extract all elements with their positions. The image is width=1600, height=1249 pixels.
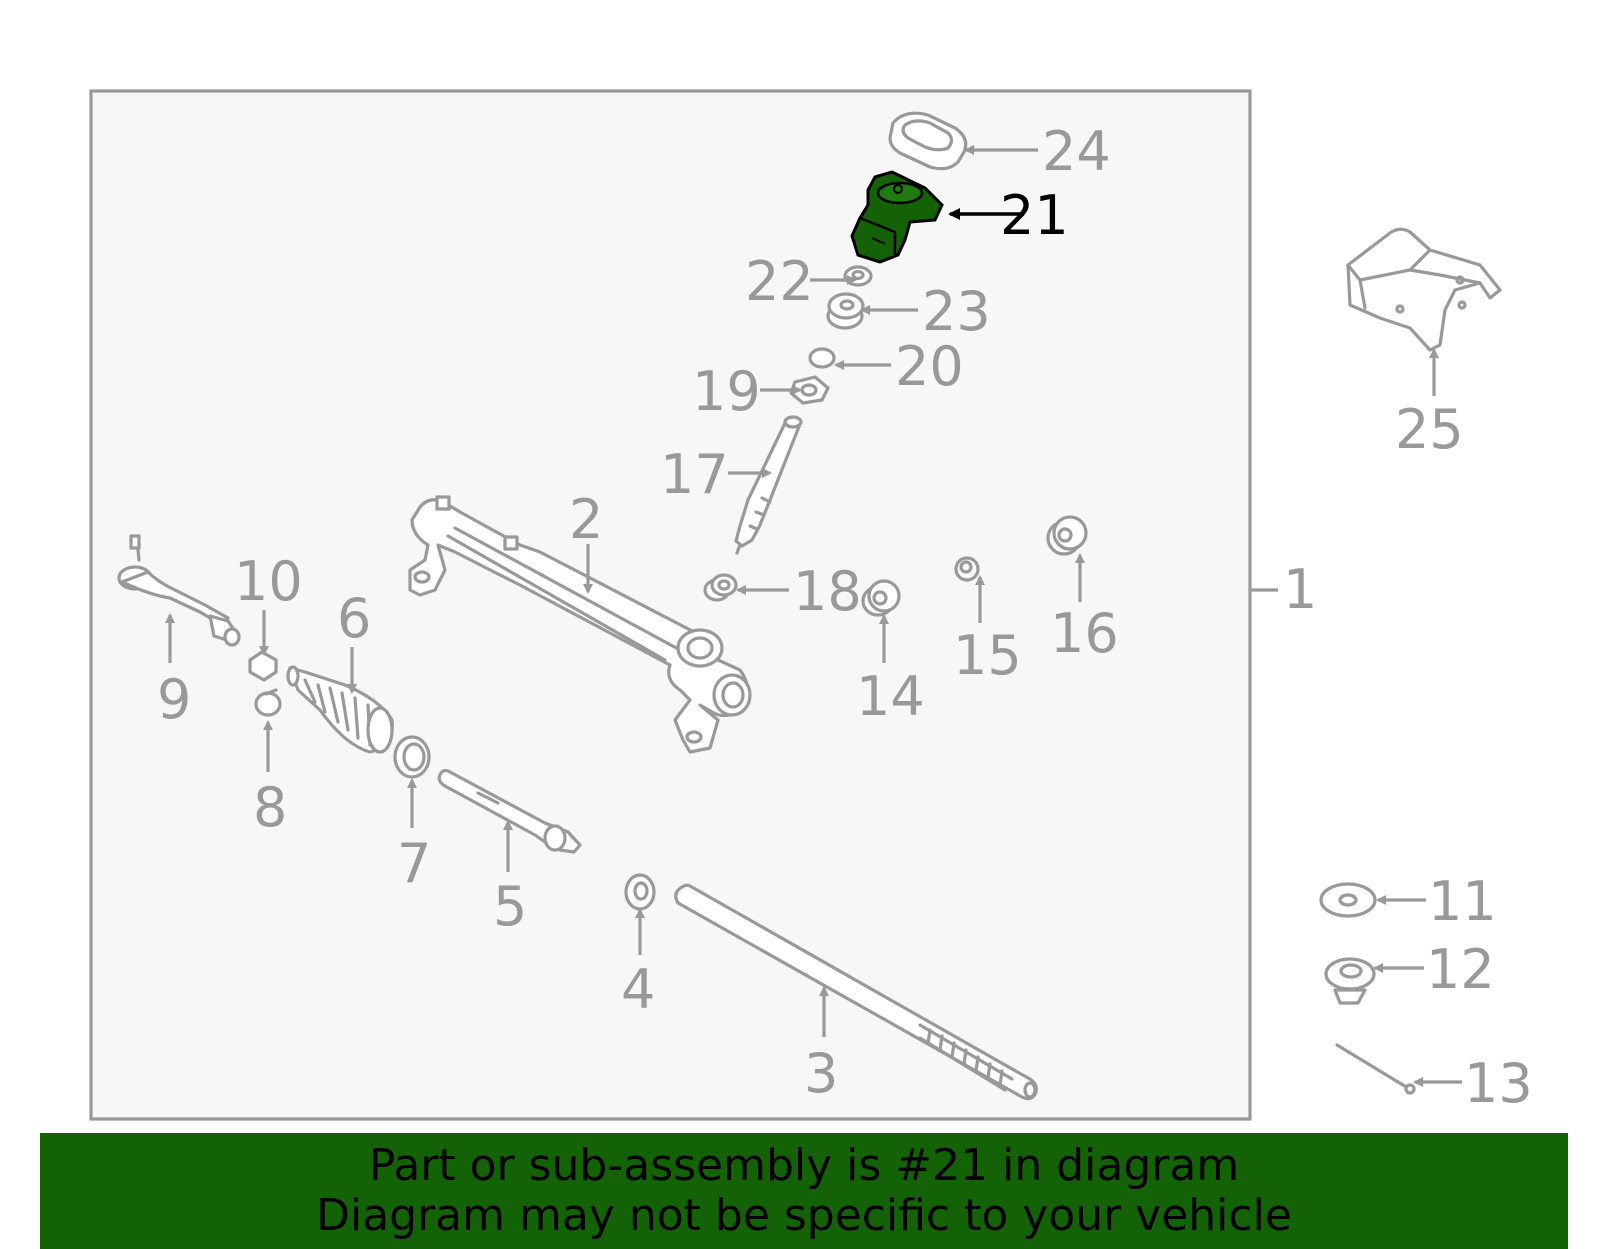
part-12-flange-nut[interactable] [1324, 957, 1376, 1005]
callout-12: 12 [1426, 938, 1495, 1001]
part-16-bushing[interactable] [1046, 515, 1088, 556]
callout-22: 22 [745, 250, 814, 313]
callout-19: 19 [692, 360, 761, 423]
callout-6: 6 [337, 587, 371, 650]
callout-9: 9 [157, 668, 191, 731]
part-24-cover[interactable] [888, 111, 968, 171]
callout-16: 16 [1050, 602, 1119, 665]
part-23-bushing[interactable] [826, 292, 865, 330]
callout-8: 8 [253, 776, 287, 839]
part-14-bushing[interactable] [861, 579, 901, 617]
assembly-frame [89, 89, 1252, 1121]
part-20-seal[interactable] [808, 347, 836, 369]
callout-13: 13 [1464, 1052, 1533, 1115]
callout-18: 18 [793, 560, 862, 623]
callout-25: 25 [1395, 398, 1464, 461]
part-15-bushing[interactable] [954, 556, 980, 582]
callout-7: 7 [397, 832, 431, 895]
banner-line-1: Part or sub-assembly is #21 in diagram [368, 1140, 1240, 1191]
callout-2: 2 [569, 488, 603, 551]
callout-20: 20 [895, 335, 964, 398]
callout-4: 4 [621, 958, 655, 1021]
part-19-nut[interactable] [789, 375, 830, 405]
part-13-bolt[interactable] [1335, 1043, 1416, 1095]
part-18-bushing[interactable] [703, 573, 738, 602]
part-7-band[interactable] [393, 735, 431, 779]
part-25-bracket[interactable] [1346, 227, 1502, 352]
callout-24: 24 [1042, 120, 1111, 183]
part-3-rack-bar[interactable] [674, 883, 1038, 1101]
callout-17: 17 [660, 443, 729, 506]
part-21-highlighted-housing[interactable] [850, 170, 944, 264]
part-22-washer[interactable] [843, 265, 873, 287]
callout-11: 11 [1428, 870, 1497, 933]
part-6-boot[interactable] [286, 665, 394, 754]
part-11-washer[interactable] [1319, 882, 1377, 918]
info-banner: Part or sub-assembly is #21 in diagram D… [40, 1133, 1568, 1249]
callout-23: 23 [922, 280, 991, 343]
part-10-nut[interactable] [248, 650, 278, 682]
callout-1: 1 [1283, 558, 1317, 621]
callout-21-highlighted: 21 [1000, 184, 1069, 247]
callout-15: 15 [953, 624, 1022, 687]
callout-3: 3 [804, 1042, 838, 1105]
part-2-rack-housing[interactable] [408, 495, 752, 754]
callout-5: 5 [493, 875, 527, 938]
part-9-tie-rod-end[interactable] [117, 534, 241, 647]
callout-10: 10 [234, 550, 303, 613]
part-17-pinion-shaft[interactable] [734, 415, 803, 555]
callout-14: 14 [856, 665, 925, 728]
part-5-inner-tie-rod[interactable] [437, 768, 582, 854]
part-4-grommet[interactable] [624, 873, 656, 911]
part-8-clamp[interactable] [254, 688, 282, 717]
banner-line-2: Diagram may not be specific to your vehi… [316, 1190, 1292, 1241]
